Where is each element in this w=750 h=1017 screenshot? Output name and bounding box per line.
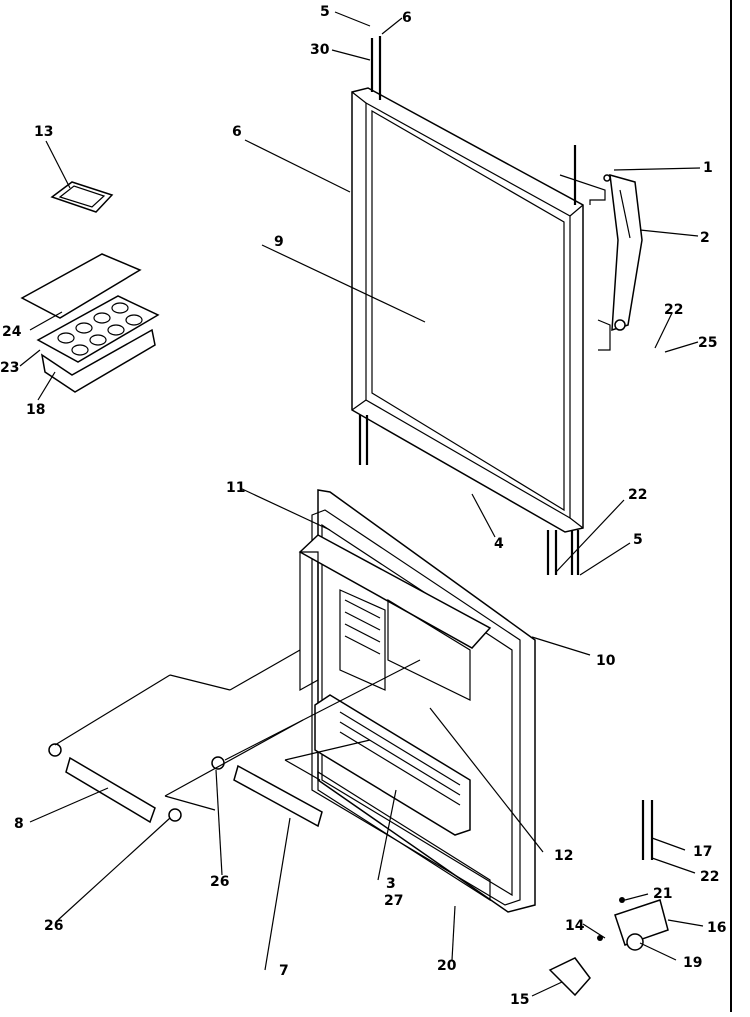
callout-12: 12 <box>554 848 573 864</box>
callout-11: 11 <box>226 480 245 496</box>
callout-18-a: 18 <box>26 402 45 418</box>
callout-21: 21 <box>653 886 672 902</box>
callout-5-bottom: 5 <box>633 532 643 548</box>
callout-1: 1 <box>703 160 713 176</box>
callout-17: 17 <box>693 844 712 860</box>
callout-20: 20 <box>437 958 457 974</box>
callout-26-b: 26 <box>210 874 229 890</box>
callout-13: 13 <box>34 124 53 140</box>
callout-19: 19 <box>683 955 702 971</box>
bottom-hinge-parts <box>548 800 669 997</box>
callout-10: 10 <box>596 653 616 669</box>
callout-14: 14 <box>565 918 585 934</box>
callout-3: 3 <box>386 876 396 892</box>
callout-labels: 5 6 30 6 9 1 2 22 25 13 24 23 18 11 4 22… <box>0 4 726 1008</box>
hinge-bracket <box>603 173 643 332</box>
callout-22-a: 22 <box>664 302 683 318</box>
ice-cube-tray-assembly <box>20 181 160 393</box>
leader-lines <box>19 11 704 997</box>
callout-27: 27 <box>384 893 403 909</box>
callout-23: 23 <box>0 360 19 376</box>
page-border-line <box>730 0 732 1012</box>
callout-7: 7 <box>279 963 289 979</box>
lower-door <box>298 489 536 913</box>
callout-22-c: 22 <box>700 869 719 885</box>
callout-16: 16 <box>707 920 726 936</box>
callout-15: 15 <box>510 992 529 1008</box>
callout-30: 30 <box>310 42 330 58</box>
callout-6-top: 6 <box>402 10 412 26</box>
callout-26-a: 26 <box>44 918 63 934</box>
callout-24: 24 <box>2 324 22 340</box>
callout-4: 4 <box>494 536 504 552</box>
callout-5-top: 5 <box>320 4 330 20</box>
callout-8: 8 <box>14 816 24 832</box>
callout-2: 2 <box>700 230 710 246</box>
callout-22-b: 22 <box>628 487 647 503</box>
callout-9: 9 <box>274 234 284 250</box>
callout-6-left: 6 <box>232 124 242 140</box>
door-shelves <box>48 743 323 828</box>
callout-25: 25 <box>698 335 717 351</box>
upper-door <box>351 36 611 575</box>
